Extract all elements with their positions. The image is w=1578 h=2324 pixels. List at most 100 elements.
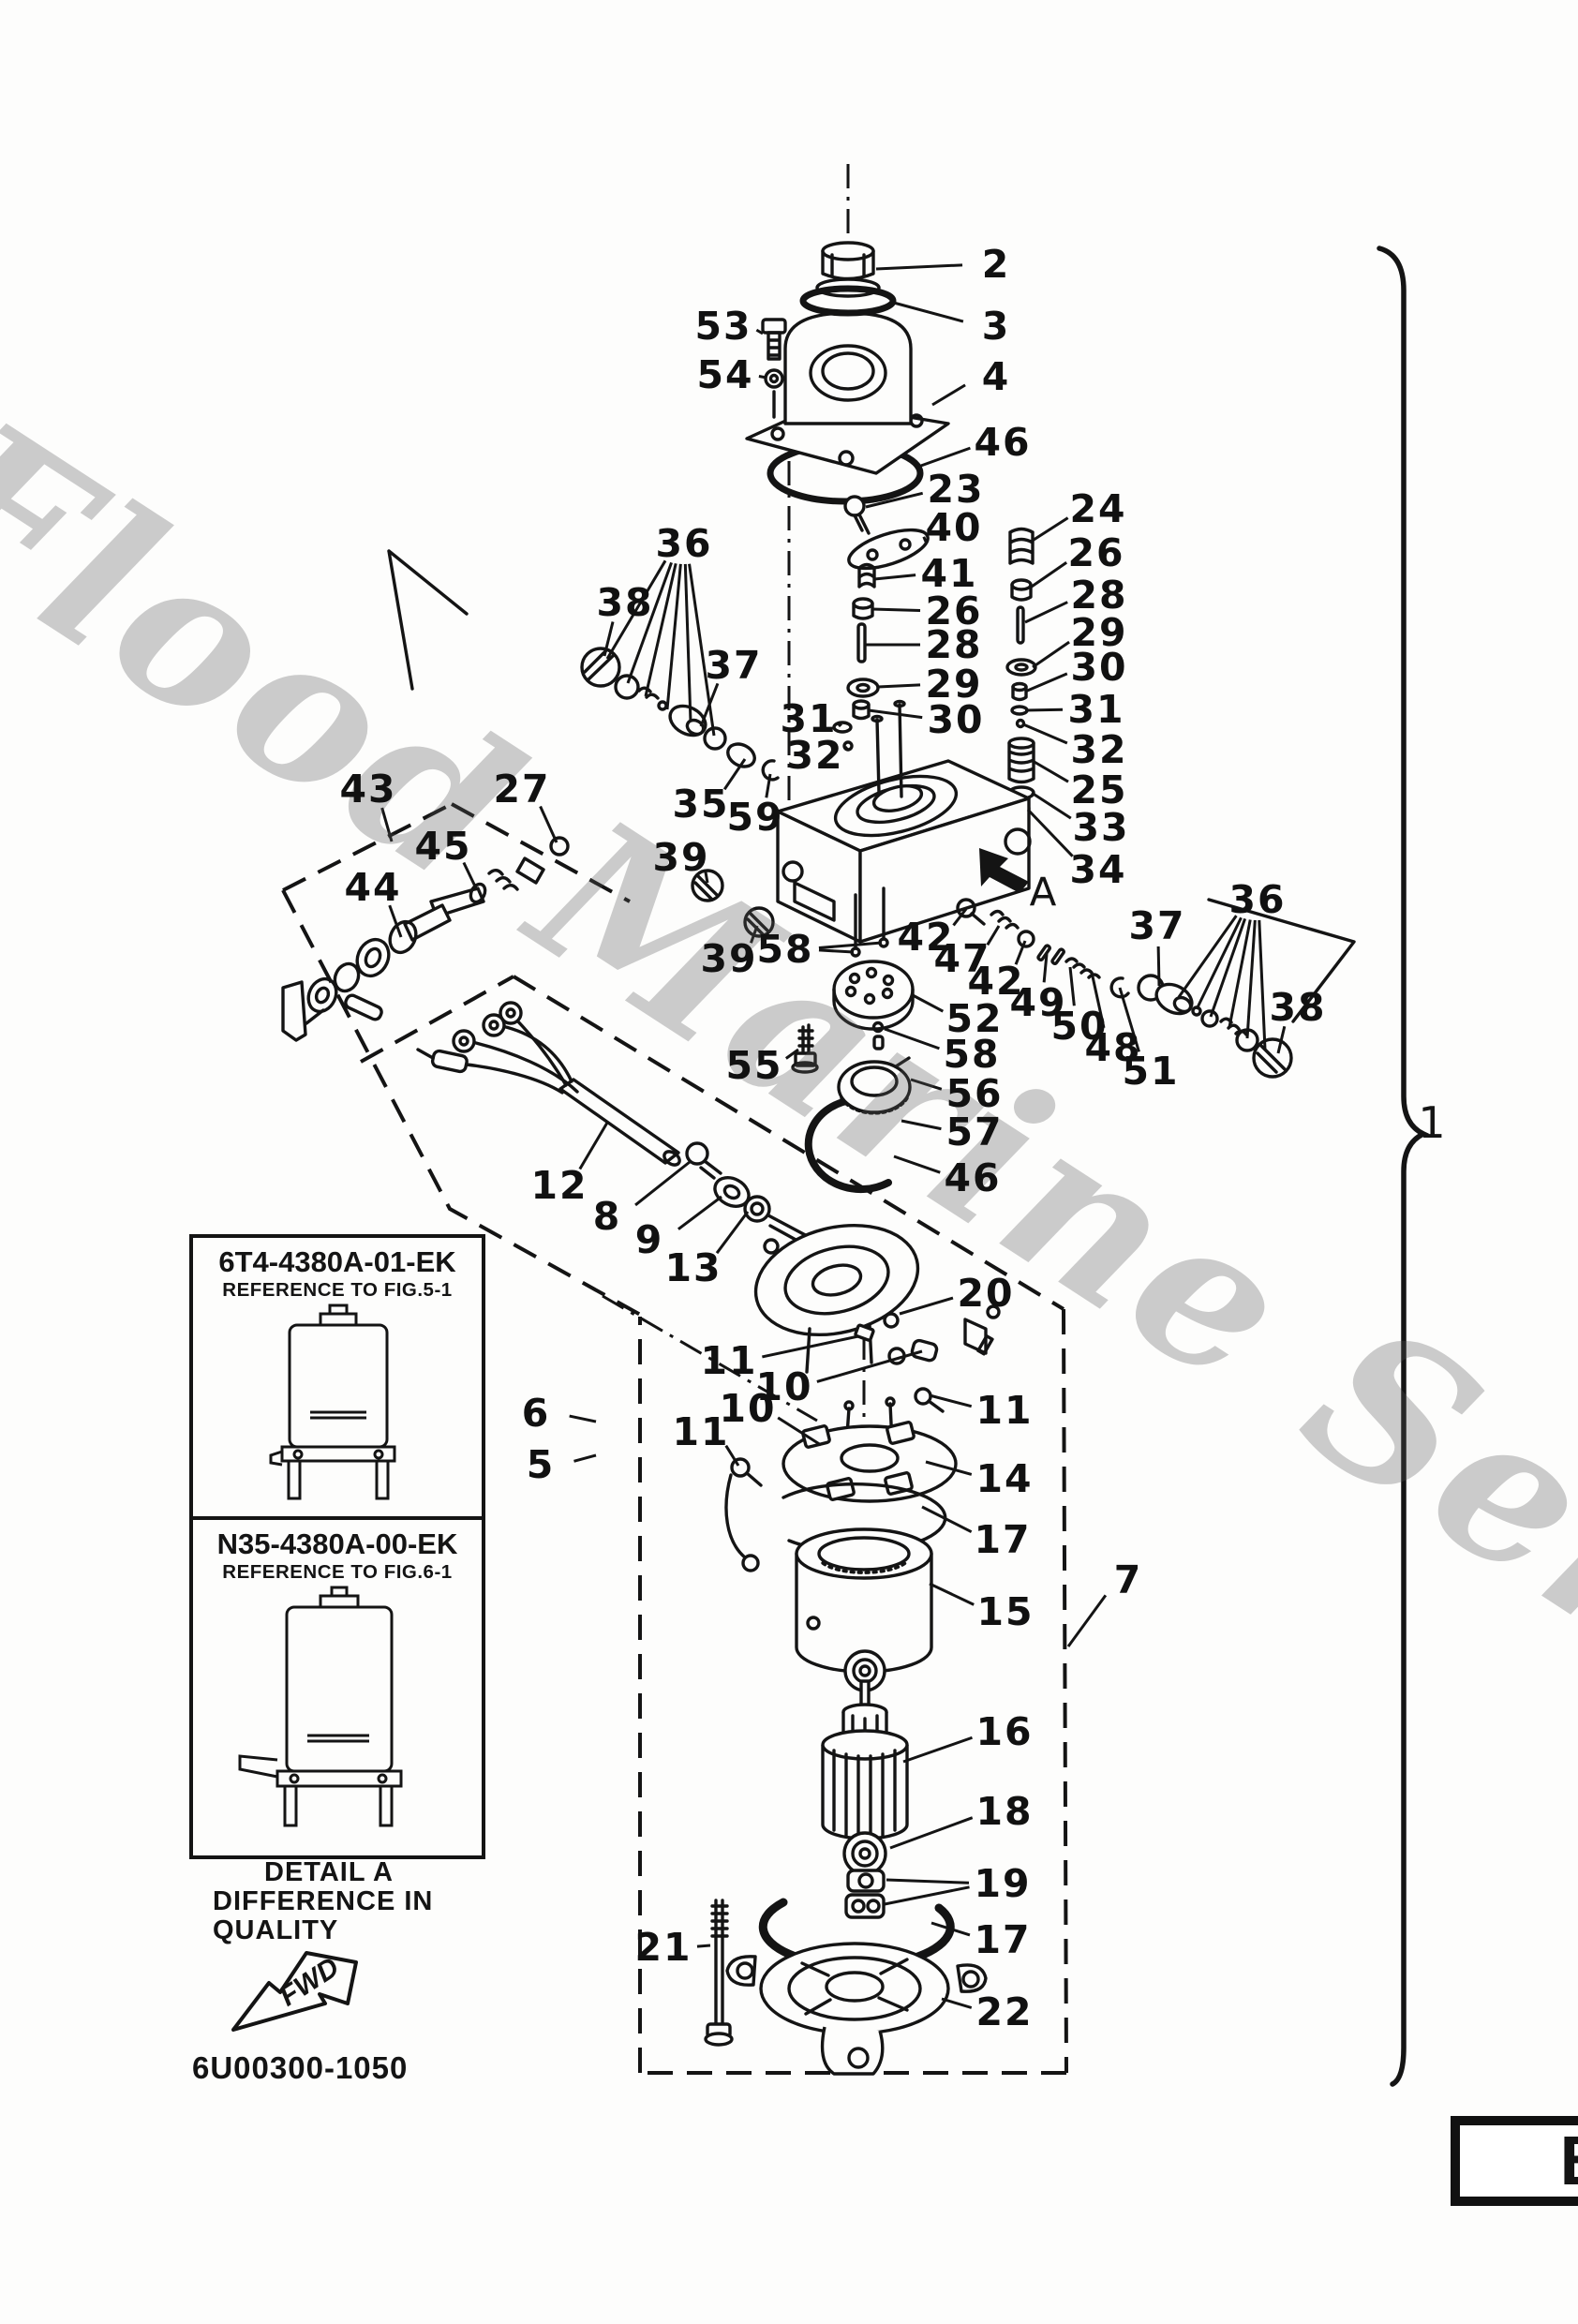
motor-upper-flange <box>753 1223 1001 1413</box>
callout-43: 43 <box>339 767 397 812</box>
callout-18: 18 <box>975 1789 1034 1834</box>
callout-15: 15 <box>976 1589 1035 1634</box>
callout-10b: 10 <box>719 1386 777 1431</box>
callout-3: 3 <box>981 304 1011 349</box>
brush-holder-assembly <box>724 1396 958 1572</box>
callout-30b: 30 <box>1070 645 1128 690</box>
callout-45: 45 <box>414 824 472 869</box>
callout-36b: 36 <box>1228 877 1287 922</box>
armature-group <box>821 1649 909 1919</box>
callout-42b: 42 <box>967 959 1025 1004</box>
callout-7: 7 <box>1113 1557 1143 1602</box>
callout-9: 9 <box>634 1217 664 1262</box>
reference-part-number-1: 6T4-4380A-01-EK <box>218 1245 456 1278</box>
callout-54: 54 <box>696 352 754 397</box>
fwd-arrow: FWD <box>231 1951 358 2032</box>
callout-11c: 11 <box>975 1388 1034 1433</box>
callout-14: 14 <box>975 1456 1034 1501</box>
construction-lines <box>281 164 1068 2075</box>
callout-28b: 28 <box>1070 573 1128 618</box>
reference-figure-note-1: REFERENCE TO FIG.5-1 <box>222 1279 453 1301</box>
leader-lines <box>380 263 1287 2009</box>
detail-caption-line-2: DIFFERENCE IN <box>213 1886 434 1916</box>
callout-4: 4 <box>981 354 1011 399</box>
callout-58b: 58 <box>943 1032 1001 1077</box>
section-letter: B <box>1560 2126 1578 2196</box>
callout-26a: 26 <box>925 588 983 633</box>
callout-23: 23 <box>927 467 985 512</box>
callout-12: 12 <box>530 1163 588 1208</box>
callout-22: 22 <box>975 1989 1034 2034</box>
callout-28a: 28 <box>925 622 983 667</box>
reference-inset-box: 6T4-4380A-01-EK REFERENCE TO FIG.5-1 N35… <box>189 1234 485 1859</box>
callout-44: 44 <box>344 865 402 910</box>
callout-59: 59 <box>726 795 784 840</box>
end-bracket-group <box>704 1899 988 2076</box>
callout-19: 19 <box>974 1861 1032 1906</box>
relief-valve-group-right <box>1137 898 1356 1079</box>
valve-stack-center <box>832 495 930 752</box>
reference-panel-2: N35-4380A-00-EK REFERENCE TO FIG.6-1 <box>193 1520 482 1852</box>
callout-29a: 29 <box>925 662 983 707</box>
callout-52: 52 <box>945 996 1004 1041</box>
callout-34: 34 <box>1069 847 1127 892</box>
stator-housing <box>795 1527 933 1674</box>
callout-11b: 11 <box>672 1409 730 1454</box>
callout-33: 33 <box>1072 805 1130 850</box>
callout-17a: 17 <box>974 1517 1032 1562</box>
callout-56: 56 <box>945 1071 1004 1116</box>
callout-40: 40 <box>925 505 983 550</box>
callout-27: 27 <box>493 767 551 812</box>
pump-body <box>691 699 1032 944</box>
callout-32b: 32 <box>1070 727 1128 772</box>
callout-55: 55 <box>725 1043 783 1088</box>
callout-53: 53 <box>694 304 752 349</box>
callout-16: 16 <box>975 1709 1034 1754</box>
callout-26b: 26 <box>1067 530 1125 575</box>
callout-57: 57 <box>945 1110 1004 1155</box>
callout-42a: 42 <box>897 915 955 960</box>
assembly-index-label: 1 <box>1418 1097 1446 1148</box>
view-a-arrow-icon <box>979 848 1029 893</box>
callout-30a: 30 <box>927 697 985 742</box>
callout-50: 50 <box>1050 1004 1109 1049</box>
callout-8: 8 <box>592 1194 622 1239</box>
callout-32a: 32 <box>786 733 844 778</box>
callout-47: 47 <box>933 936 991 981</box>
callout-25: 25 <box>1070 767 1128 812</box>
detail-caption-line-1: DETAIL A <box>264 1857 394 1887</box>
wire-harness <box>416 1001 681 1167</box>
callout-39a: 39 <box>652 835 710 880</box>
callout-11a: 11 <box>700 1338 758 1383</box>
callout-58a: 58 <box>756 927 814 972</box>
callout-38a: 38 <box>596 580 654 625</box>
callout-2: 2 <box>981 242 1011 287</box>
inset-motor-figure-2 <box>238 1586 403 1827</box>
callout-29b: 29 <box>1070 610 1128 655</box>
reference-panel-1: 6T4-4380A-01-EK REFERENCE TO FIG.5-1 <box>193 1238 482 1520</box>
reference-part-number-2: N35-4380A-00-EK <box>216 1527 458 1560</box>
section-letter-box: B <box>1451 2116 1578 2206</box>
callout-48: 48 <box>1084 1025 1142 1070</box>
callout-46a: 46 <box>974 420 1032 465</box>
group-brace <box>1377 246 1430 2087</box>
callout-35: 35 <box>672 782 730 827</box>
reference-figure-note-2: REFERENCE TO FIG.6-1 <box>222 1561 453 1583</box>
callout-20: 20 <box>957 1271 1015 1316</box>
callout-38b: 38 <box>1269 985 1327 1030</box>
callout-39b: 39 <box>700 936 758 981</box>
pump-coupling-group <box>791 886 915 1115</box>
callout-37a: 37 <box>705 643 763 688</box>
callout-49: 49 <box>1009 980 1067 1025</box>
relief-valve-group-left <box>387 549 780 782</box>
page-code: 6U00300-1050 <box>192 2050 409 2085</box>
callout-46b: 46 <box>944 1155 1002 1200</box>
callout-24: 24 <box>1069 486 1127 531</box>
view-a-label: A <box>1029 869 1057 916</box>
detail-caption-line-3: QUALITY <box>213 1915 339 1945</box>
callout-6: 6 <box>521 1391 551 1436</box>
callout-31b: 31 <box>1067 687 1125 732</box>
tilt-rod-group <box>281 836 570 1042</box>
